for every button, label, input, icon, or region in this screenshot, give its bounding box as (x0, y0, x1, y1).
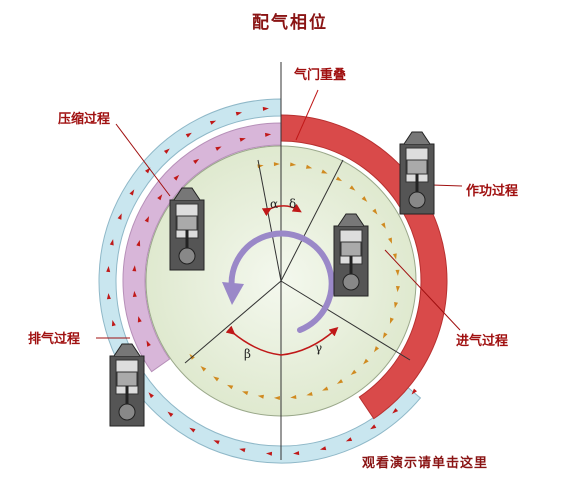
exhaust-flow-arrow (167, 411, 174, 417)
angle-alpha-label: α (270, 197, 278, 211)
exhaust-flow-arrow (235, 111, 243, 116)
angle-gamma-label: γ (315, 341, 322, 355)
exhaust-flow-arrow (319, 446, 327, 451)
label-valve-overlap: 气门重叠 (294, 68, 347, 83)
intake-flow-arrow (373, 346, 380, 353)
intake-flow-arrow (213, 376, 220, 382)
intake-flow-arrow (322, 386, 329, 391)
exhaust-flow-arrow (293, 451, 300, 456)
compression-flow-arrow (146, 340, 151, 347)
angle-delta-label: δ (289, 197, 296, 211)
exhaust-flow-arrow (239, 448, 246, 453)
exhaust-flow-arrow (265, 451, 273, 456)
label-power: 作功过程 (466, 184, 519, 199)
intake-flow-arrow (290, 395, 297, 400)
compression-flow-arrow (157, 194, 163, 201)
beta-arc (225, 325, 282, 356)
exhaust-flow-arrow (189, 427, 196, 433)
label-exhaust: 排气过程 (28, 332, 81, 347)
rotation-arrow (228, 230, 335, 333)
alpha-arc (261, 205, 282, 217)
compression-flow-arrow (136, 240, 141, 247)
intake-flow-arrow (273, 396, 280, 401)
intake-flow-arrow (381, 222, 386, 229)
exhaust-flow-arrow (145, 167, 151, 174)
intake-flow-arrow (335, 176, 343, 182)
intake-flow-arrow (321, 169, 328, 174)
exhaust-flow-arrow (345, 437, 353, 442)
exhaust-flow-arrow (111, 319, 116, 327)
intake-pointer (384, 249, 461, 331)
demo-link[interactable]: 观看演示请单击这里 (362, 456, 489, 471)
compression-flow-arrow (215, 146, 222, 151)
angle-beta-label: β (244, 347, 251, 361)
exhaust-flow-arrow (129, 189, 135, 196)
exhaust-flow-arrow (213, 440, 220, 445)
engine-intake-illustration (333, 213, 369, 297)
engine-compression-illustration (169, 187, 205, 271)
intake-flow-arrow (350, 369, 357, 376)
rotation-arrow-head (222, 282, 244, 305)
exhaust-flow-arrow (163, 148, 170, 154)
intake-flow-arrow (200, 365, 207, 372)
exhaust-flow-arrow (209, 120, 217, 125)
intake-flow-arrow (227, 384, 234, 390)
intake-flow-arrow (305, 164, 313, 169)
page-title: 配气相位 (252, 13, 328, 33)
compression-pointer (115, 123, 171, 197)
compression-flow-arrow (144, 216, 150, 223)
intake-flow-arrow (395, 269, 400, 276)
exhaust-flow-arrow (262, 106, 269, 111)
exhaust-flow-arrow (117, 213, 122, 220)
exhaust-flow-arrow (106, 265, 111, 273)
intake-flow-arrow (349, 185, 356, 191)
compression-flow-arrow (265, 132, 272, 137)
gamma-arc (280, 327, 339, 356)
exhaust-flow-arrow (370, 424, 377, 430)
intake-flow-arrow (388, 237, 392, 244)
compression-flow-arrow (132, 290, 137, 297)
intake-flow-arrow (363, 358, 369, 365)
crank-lines (184, 62, 411, 460)
intake-flow-arrow (290, 162, 297, 167)
compression-flow-arrow (239, 137, 246, 142)
exhaust-flow-arrow (185, 132, 192, 138)
overlap-pointer (295, 89, 319, 141)
exhaust-flow-arrow (411, 388, 417, 395)
intake-flow-arrow (241, 391, 249, 396)
intake-flow-arrow (257, 394, 264, 399)
compression-flow-arrow (193, 158, 200, 164)
intake-flow-arrow (382, 332, 388, 339)
intake-flow-arrow (395, 286, 400, 293)
intake-flow-arrow (336, 379, 344, 384)
intake-flow-arrow (273, 162, 280, 167)
engine-power-illustration (399, 131, 435, 215)
compression-flow-arrow (137, 316, 142, 323)
intake-flow-arrow (389, 317, 394, 324)
exhaust-flow-arrow (148, 392, 154, 399)
compression-flow-arrow (132, 265, 137, 272)
label-compression: 压缩过程 (58, 112, 111, 127)
intake-flow-arrow (372, 208, 378, 215)
exhaust-flow-arrow (392, 408, 399, 414)
exhaust-flow-arrow (106, 293, 111, 300)
engine-exhaust-illustration (109, 343, 145, 427)
intake-flow-arrow (394, 301, 399, 309)
label-intake: 进气过程 (456, 334, 509, 349)
intake-flow-arrow (306, 391, 313, 396)
exhaust-flow-arrow (109, 239, 114, 246)
intake-flow-arrow (392, 253, 397, 260)
intake-flow-arrow (361, 196, 368, 202)
delta-arc (280, 203, 302, 213)
